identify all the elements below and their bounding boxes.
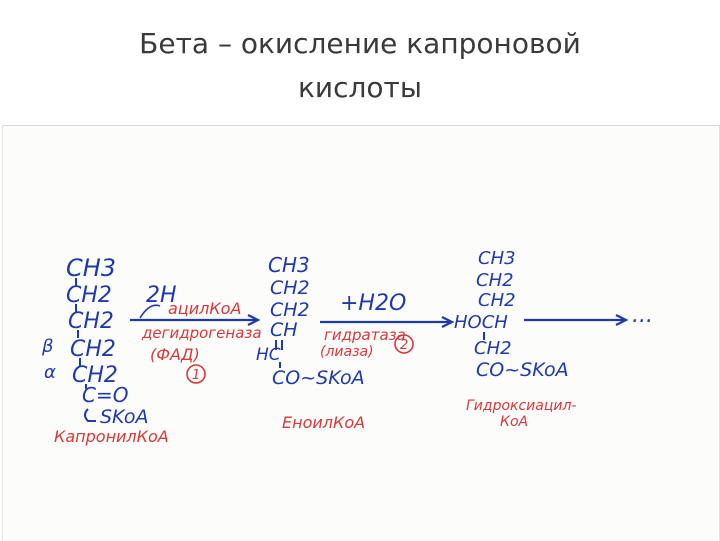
step2-enzyme-line-1: гидратаза bbox=[324, 326, 406, 344]
step2-enzyme-line-2: (лиаза) bbox=[320, 344, 374, 360]
alpha-label: α bbox=[44, 362, 56, 383]
enoyl-coa-structure: CH3 CH2 CH2 CH HC CO~SKoA ЕноилКоА bbox=[256, 253, 365, 432]
hydroxy-line-1: CH3 bbox=[478, 248, 516, 269]
enoyl-line-2: CH2 bbox=[270, 277, 310, 299]
caproyl-line-3: CH2 bbox=[68, 309, 114, 334]
hydroxy-line-2: CH2 bbox=[476, 270, 514, 291]
hydroxyacyl-coa-structure: CH3 CH2 CH2 HOCH CH2 CO~SKoA Гидроксиаци… bbox=[454, 248, 577, 430]
slide-title: Бета – окисление капроновой кислоты bbox=[0, 22, 720, 110]
enoyl-line-4: CH bbox=[270, 319, 298, 341]
caproyl-line-1: CH3 bbox=[66, 254, 116, 282]
step2-number-circle bbox=[394, 334, 414, 354]
handwritten-scheme-photo bbox=[2, 125, 720, 541]
enoyl-coa-name: ЕноилКоА bbox=[282, 413, 365, 432]
step1-number-circle bbox=[186, 364, 206, 384]
beta-label: β bbox=[41, 336, 54, 357]
caproyl-line-5: CH2 bbox=[72, 363, 118, 388]
caproyl-coa-structure: CH3 CH2 CH2 CH2 CH2 C=O SKoA β α Капрони… bbox=[41, 254, 169, 446]
hydroxy-line-4: HOCH bbox=[454, 312, 508, 333]
hydroxy-line-3: CH2 bbox=[478, 290, 516, 311]
caproyl-line-6: C=O bbox=[82, 383, 128, 407]
step1-number: 1 bbox=[192, 368, 200, 383]
step2-reagent: +H2O bbox=[340, 291, 406, 316]
step1-reagent: 2H bbox=[146, 283, 177, 308]
step2-number: 2 bbox=[400, 338, 408, 353]
step-1: 2H ацилКоА дегидрогеназа (ФАД) 1 bbox=[130, 283, 262, 384]
continuation: ... bbox=[524, 303, 653, 328]
enoyl-line-5: HC bbox=[256, 345, 281, 365]
caproyl-line-2: CH2 bbox=[66, 283, 112, 308]
enoyl-line-3: CH2 bbox=[270, 299, 310, 321]
caproyl-coa-name: КапронилКоА bbox=[54, 427, 169, 446]
caproyl-line-7: SKoA bbox=[100, 406, 148, 428]
hydroxy-line-6: CO~SKoA bbox=[476, 359, 569, 381]
title-line-2: кислоты bbox=[298, 71, 422, 104]
hydroxyacyl-name-line-2: КоА bbox=[500, 414, 528, 430]
caproyl-line-4: CH2 bbox=[70, 337, 116, 362]
step1-enzyme-line-2: дегидрогеназа bbox=[141, 324, 262, 342]
continuation-dots: ... bbox=[632, 303, 653, 328]
step1-enzyme-line-1: ацилКоА bbox=[168, 299, 241, 318]
title-line-1: Бета – окисление капроновой bbox=[139, 27, 581, 60]
hydroxyacyl-name-line-1: Гидроксиацил- bbox=[466, 398, 577, 414]
step1-cofactor: (ФАД) bbox=[150, 345, 200, 364]
step-2: +H2O гидратаза (лиаза) 2 bbox=[320, 291, 455, 360]
enoyl-line-1: CH3 bbox=[268, 253, 310, 277]
thioester-hook bbox=[84, 408, 96, 422]
enoyl-line-6: CO~SKoA bbox=[272, 367, 365, 389]
hydroxy-line-5: CH2 bbox=[474, 338, 512, 359]
